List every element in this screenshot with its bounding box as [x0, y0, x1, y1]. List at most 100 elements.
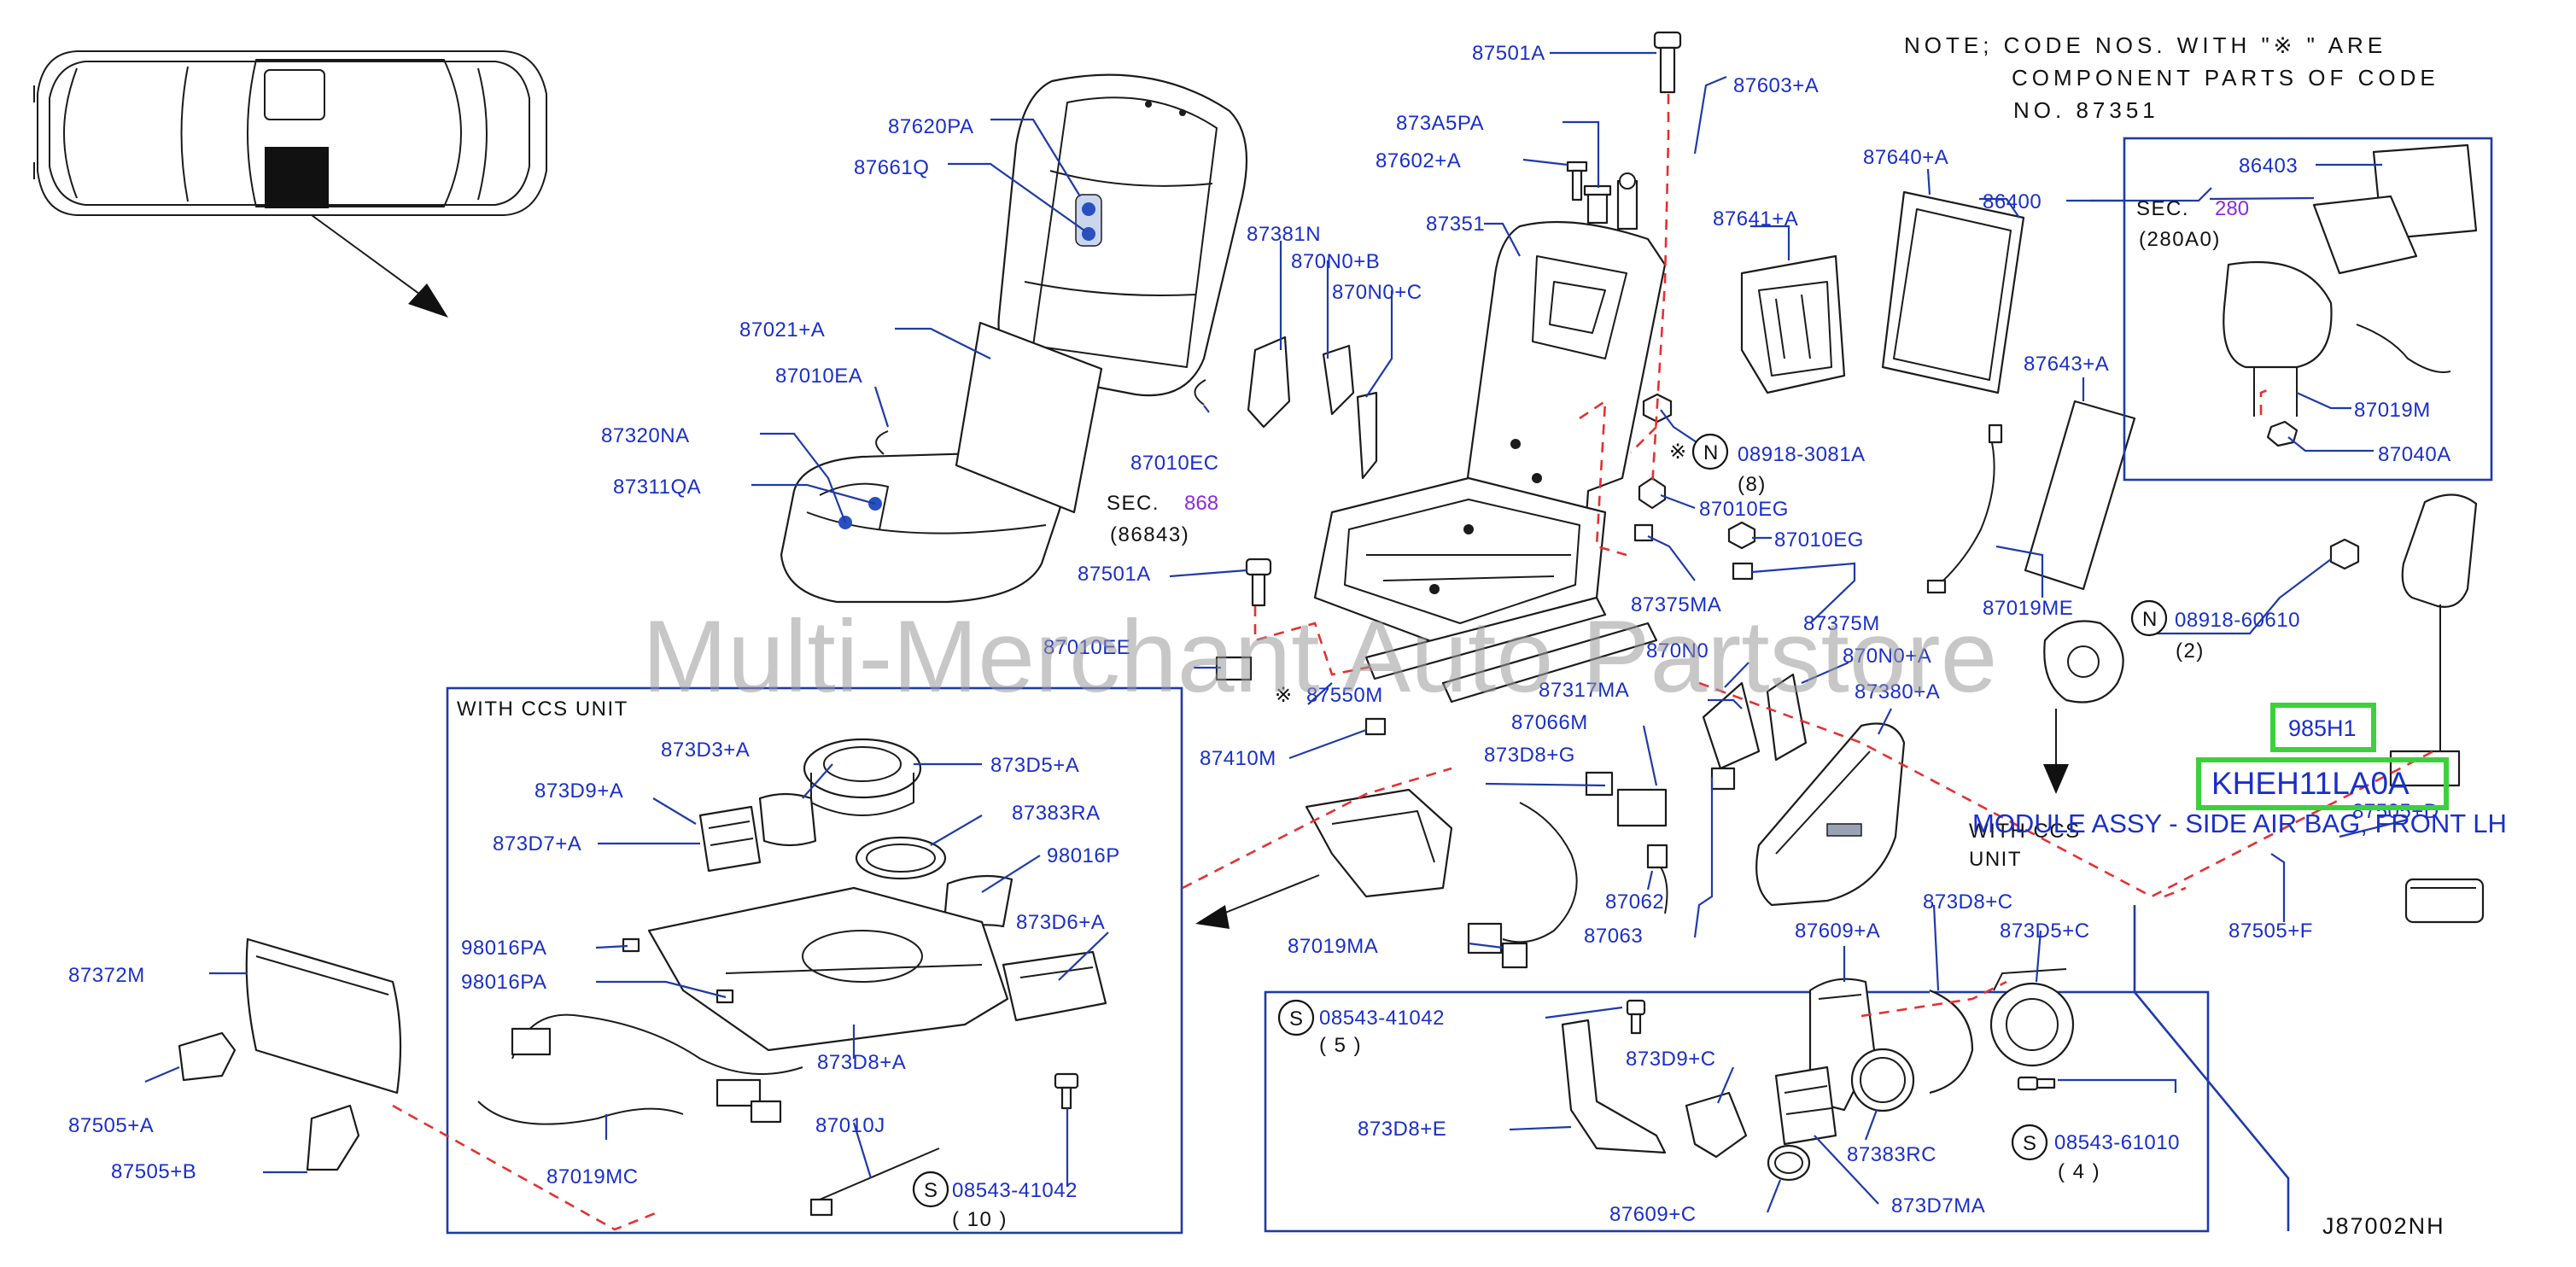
- callout-98016PA-2[interactable]: 98016PA: [461, 971, 546, 994]
- callout-87040A[interactable]: 87040A: [2378, 443, 2451, 466]
- s-mark-2-letter: S: [1289, 1007, 1305, 1031]
- callout-08918-60610[interactable]: 08918-60610: [2175, 609, 2300, 632]
- callout-87609C[interactable]: 87609+C: [1609, 1203, 1697, 1226]
- back-mechanism-87641A-drawing: [1740, 254, 1846, 394]
- highlight-code-small[interactable]: 985H1: [2288, 715, 2357, 741]
- clip-87505A-icon: [178, 1031, 237, 1082]
- callout-87381N[interactable]: 87381N: [1247, 223, 1321, 246]
- callout-08543-41042-b[interactable]: 08543-41042: [1319, 1007, 1445, 1030]
- callout-87501A-top[interactable]: 87501A: [1472, 42, 1545, 65]
- callout-87501A-mid[interactable]: 87501A: [1078, 563, 1151, 586]
- callout-870N0[interactable]: 870N0: [1646, 639, 1709, 663]
- callout-87550M[interactable]: 87550M: [1306, 684, 1383, 707]
- callout-87311QA[interactable]: 87311QA: [613, 476, 701, 499]
- callout-873D9A[interactable]: 873D9+A: [534, 779, 623, 803]
- n-mark-1-letter: N: [1703, 441, 1720, 464]
- ccs-harness-87019MC-drawing: [477, 1013, 803, 1125]
- callout-98016PA-1[interactable]: 98016PA: [461, 937, 546, 960]
- note-line-3: NO. 87351: [2013, 97, 2159, 123]
- highlight-box-big: [2196, 757, 2449, 810]
- callout-87372M[interactable]: 87372M: [68, 964, 145, 987]
- callout-87010EG-2[interactable]: 87010EG: [1774, 528, 1864, 552]
- callout-870N0B[interactable]: 870N0+B: [1291, 250, 1380, 273]
- module-86403-drawing: [2312, 143, 2478, 373]
- sec868-prefix[interactable]: SEC.: [1107, 492, 1159, 515]
- callout-87620PA[interactable]: 87620PA: [888, 115, 973, 138]
- callout-87505B[interactable]: 87505+B: [111, 1160, 196, 1183]
- n-mark-2-icon: [2130, 599, 2168, 637]
- callout-873D6A[interactable]: 873D6+A: [1016, 911, 1105, 934]
- callout-87640A[interactable]: 87640+A: [1863, 146, 1948, 169]
- callout-87019ME[interactable]: 87019ME: [1983, 597, 2073, 620]
- ccs-right-title-2: UNIT: [1969, 848, 2022, 871]
- seal-87383RA-icon: [855, 836, 947, 880]
- callout-98016P[interactable]: 98016P: [1047, 844, 1120, 867]
- back-board-87640A-drawing: [1881, 190, 2025, 394]
- callout-87602A[interactable]: 87602+A: [1376, 149, 1461, 172]
- part-87375MA-icon: [1633, 523, 1654, 542]
- callout-08918-3081A[interactable]: 08918-3081A: [1738, 443, 1866, 466]
- callout-873D8E[interactable]: 873D8+E: [1358, 1118, 1446, 1141]
- callout-87380A[interactable]: 87380+A: [1855, 680, 1940, 704]
- callout-873D8C[interactable]: 873D8+C: [1923, 890, 2013, 914]
- callout-87505D[interactable]: 87505+D: [2352, 800, 2439, 823]
- callout-87066M[interactable]: 87066M: [1511, 711, 1588, 734]
- callout-87320NA[interactable]: 87320NA: [601, 424, 690, 447]
- callout-87383RC[interactable]: 87383RC: [1847, 1143, 1936, 1166]
- callout-87021A[interactable]: 87021+A: [739, 318, 825, 342]
- callout-87410M[interactable]: 87410M: [1200, 747, 1276, 770]
- sec280-prefix[interactable]: SEC.: [2136, 197, 2189, 220]
- callout-87019M[interactable]: 87019M: [2354, 399, 2431, 422]
- callout-873D7MA[interactable]: 873D7MA: [1891, 1194, 1985, 1217]
- callout-87063[interactable]: 87063: [1584, 925, 1643, 948]
- bolt-87040A-icon: [2266, 420, 2299, 447]
- callout-08543-41042-a[interactable]: 08543-41042: [952, 1179, 1078, 1202]
- highlight-code-big[interactable]: KHEH11LA0A: [2211, 766, 2410, 801]
- callout-87505F[interactable]: 87505+F: [2228, 920, 2313, 943]
- nut-87010EG-2-icon: [1727, 521, 1756, 550]
- highlight-description[interactable]: MODULE ASSY - SIDE AIR BAG, FRONT LH: [1972, 809, 2507, 838]
- callout-87062[interactable]: 87062: [1605, 890, 1664, 914]
- clip-87010EA-icon: [875, 430, 889, 455]
- callout-87010J[interactable]: 87010J: [815, 1114, 885, 1137]
- callout-873D8G[interactable]: 873D8+G: [1484, 744, 1575, 767]
- callout-870N0C[interactable]: 870N0+C: [1332, 281, 1422, 304]
- callout-86400[interactable]: 86400: [1983, 190, 2042, 213]
- callout-87010EE[interactable]: 87010EE: [1043, 636, 1130, 659]
- part-870N0-icon: [1710, 767, 1736, 791]
- callout-87010EA[interactable]: 87010EA: [775, 365, 862, 388]
- sec280-link[interactable]: 280: [2215, 197, 2249, 220]
- callout-87643A[interactable]: 87643+A: [2024, 353, 2109, 376]
- callout-873A5PA[interactable]: 873A5PA: [1396, 112, 1484, 135]
- callout-87317MA[interactable]: 87317MA: [1539, 679, 1629, 702]
- callout-87609A[interactable]: 87609+A: [1795, 920, 1880, 943]
- ccs-fan-873D5A-drawing: [803, 738, 922, 816]
- callout-08543-61010[interactable]: 08543-61010: [2054, 1131, 2180, 1154]
- callout-87010EG-1[interactable]: 87010EG: [1699, 498, 1789, 521]
- callout-873D7A[interactable]: 873D7+A: [493, 832, 581, 855]
- callout-87383RA[interactable]: 87383RA: [1012, 802, 1101, 825]
- callout-87661Q[interactable]: 87661Q: [854, 156, 929, 179]
- callout-87375M[interactable]: 87375M: [1803, 612, 1880, 635]
- n-mark-2-letter: N: [2142, 608, 2158, 631]
- callout-873D9C[interactable]: 873D9+C: [1626, 1048, 1716, 1071]
- callout-870N0A[interactable]: 870N0+A: [1843, 645, 1931, 668]
- callout-87019MC[interactable]: 87019MC: [546, 1165, 639, 1188]
- heater-mat-drawing: [955, 321, 1103, 514]
- seal-87383RC-icon: [1850, 1048, 1915, 1112]
- sec868-link[interactable]: 868: [1184, 492, 1218, 515]
- s-mark-2-icon: [1277, 999, 1315, 1036]
- callout-87019MA[interactable]: 87019MA: [1288, 935, 1378, 958]
- callout-87603A[interactable]: 87603+A: [1733, 74, 1819, 97]
- callout-873D3A[interactable]: 873D3+A: [661, 739, 750, 762]
- callout-873D5C[interactable]: 873D5+C: [2000, 920, 2090, 943]
- callout-86403[interactable]: 86403: [2239, 155, 2298, 178]
- callout-873D8A[interactable]: 873D8+A: [817, 1051, 906, 1074]
- callout-87010EC[interactable]: 87010EC: [1130, 452, 1219, 475]
- callout-87505A[interactable]: 87505+A: [68, 1114, 154, 1137]
- callout-873D5A[interactable]: 873D5+A: [990, 754, 1079, 777]
- callout-87351[interactable]: 87351: [1426, 213, 1485, 236]
- callout-87375MA[interactable]: 87375MA: [1631, 593, 1721, 616]
- callout-87641A[interactable]: 87641+A: [1713, 207, 1798, 231]
